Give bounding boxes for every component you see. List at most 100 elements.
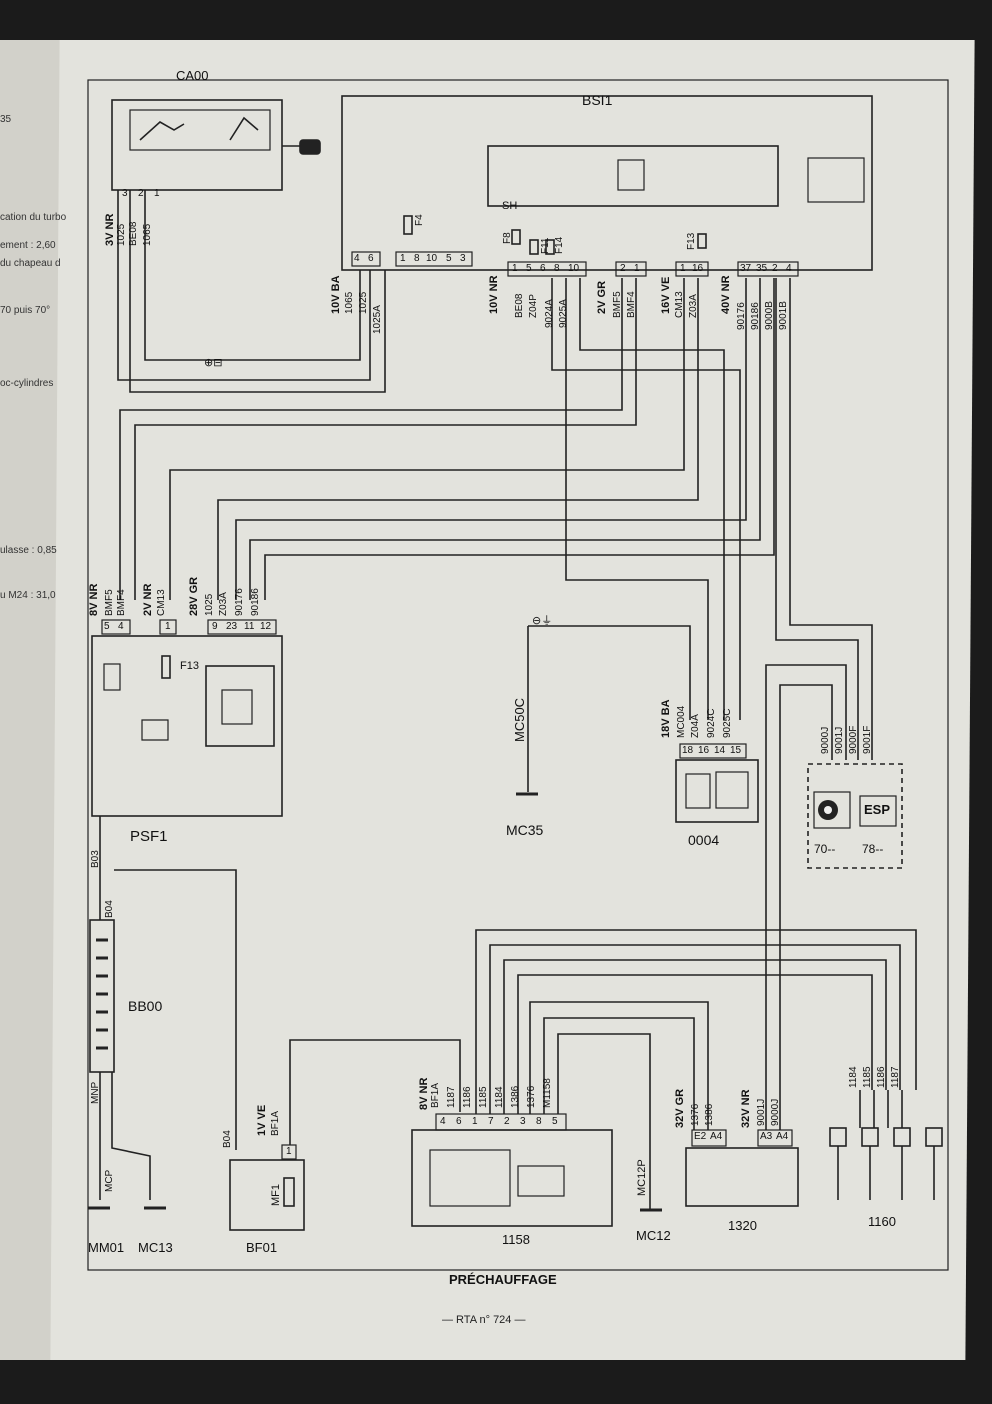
c0004-gauge-icon [715, 771, 749, 809]
wire-label: 1187 [446, 1086, 457, 1108]
pin-number: 7 [488, 1116, 494, 1127]
pin-number: A3 [760, 1131, 773, 1142]
left-text-3: ement : 2,60 [0, 240, 56, 251]
left-text-2: cation du turbo [0, 212, 67, 223]
wire-label: 1025 [204, 593, 215, 616]
wire-label: 1386 [510, 1085, 521, 1108]
pin-number: 4 [786, 263, 792, 274]
pin-number: 5 [526, 263, 532, 274]
wire-label: MC004 [676, 705, 687, 738]
wire-label: BF1A [270, 1110, 281, 1136]
wire-z04p [551, 278, 741, 720]
wire-label: 9001J [834, 726, 845, 754]
page-title: PRÉCHAUFFAGE [449, 1272, 557, 1287]
mc12-label: MC12 [636, 1228, 671, 1243]
wire-mc004 [528, 625, 691, 720]
pin-number: 10 [568, 263, 580, 274]
pin-number: A4 [776, 1131, 789, 1142]
bsi-pins-f [737, 261, 799, 277]
wire-1376 [543, 1017, 695, 1130]
wire-90176 [249, 278, 761, 600]
psf-a-label: 8V NR [88, 583, 100, 616]
wire-label: CM13 [156, 589, 167, 616]
mc13-label: MC13 [138, 1240, 173, 1255]
mc12p-label: MC12P [636, 1159, 648, 1196]
ground-symbols [88, 792, 662, 1212]
c1158-relays [429, 1149, 511, 1207]
bf01-label: BF01 [246, 1240, 278, 1255]
wire-m1158 [557, 1033, 651, 1210]
pin-number: 2 [620, 263, 626, 274]
bsi1-inner-module [487, 145, 779, 207]
wire-label: 1186 [462, 1086, 473, 1108]
wire-label: 9025A [558, 299, 569, 328]
wire-1025-psf [235, 278, 747, 600]
psf-c-label: 28V GR [188, 576, 200, 616]
wire-label: 90176 [736, 302, 747, 330]
c1158-pulse-icon [517, 1165, 565, 1197]
esp-label: ESP [864, 802, 891, 817]
wire-cm13 [169, 278, 685, 600]
wire-label: Z04P [528, 294, 539, 318]
wire-label: M1158 [542, 1078, 553, 1108]
wire-label: 1065 [344, 291, 355, 314]
pin-number: 5 [104, 621, 110, 632]
wire-label: 1185 [862, 1066, 873, 1088]
ca00-connector-label: 3V NR [104, 213, 116, 246]
pin-number: 4 [440, 1116, 446, 1127]
left-text-5: 70 puis 70° [0, 305, 51, 316]
bsi-f13-fuse [697, 233, 707, 249]
wire-label: 1025A [372, 305, 383, 334]
bsi-e-label: 16V VE [660, 276, 672, 314]
wire-label: BMF4 [626, 291, 637, 318]
psf-pins-b [159, 619, 177, 635]
wire-label: BMF5 [612, 291, 623, 318]
bsi1-label: BSI1 [582, 92, 613, 108]
bsi-c-label: 10V NR [488, 275, 500, 314]
wire-label: 9000J [820, 726, 831, 754]
psf-f13-fuse [161, 655, 171, 679]
wire-label: CM13 [674, 291, 685, 318]
pin-number: 2 [138, 188, 144, 199]
wire-label: 9000F [848, 725, 859, 754]
wire-label: 9024C [706, 708, 717, 738]
esp-dashed-box [807, 763, 903, 869]
mc50c-label: MC50C [512, 697, 527, 742]
ground-plus-label: ⊕⊟ [204, 357, 223, 369]
wire-1187 [475, 929, 917, 1114]
pin-number: 1 [680, 263, 686, 274]
wire-label: 9001B [778, 301, 789, 330]
wire-label: 1376 [690, 1103, 701, 1126]
c0004-box [675, 759, 759, 823]
battery-cells [96, 938, 108, 1050]
wire-1025 [129, 190, 386, 393]
pin-number: 18 [682, 745, 694, 756]
bsi-f11-fuse [529, 239, 539, 255]
wire-label: 1185 [478, 1086, 489, 1108]
glow-plug-4 [925, 1127, 943, 1147]
page-footer: — RTA n° 724 — [442, 1314, 526, 1326]
wire-1186 [489, 944, 901, 1114]
pin-number: 5 [446, 253, 452, 264]
wire-label: BF1A [430, 1082, 441, 1108]
c1160-label: 1160 [868, 1214, 896, 1229]
c1320-pins-b [757, 1129, 793, 1147]
pin-number: 35 [756, 263, 768, 274]
mf1-label: MF1 [270, 1184, 282, 1206]
wire-bmf5 [119, 278, 623, 600]
wire-label: 90186 [750, 302, 761, 330]
wire-label: 1184 [494, 1086, 505, 1108]
pin-number: 3 [460, 253, 466, 264]
bsi-f14-label: F14 [554, 236, 565, 254]
wire-1065 [117, 190, 371, 381]
c0004-pins [679, 743, 747, 759]
bsi-f14-fuse [545, 239, 555, 255]
bb00-label: BB00 [128, 998, 163, 1014]
wire-mcp [111, 1072, 151, 1200]
bsi1-box [341, 95, 873, 271]
wire-label: 9000J [770, 1098, 781, 1126]
wire-1386 [529, 1001, 709, 1130]
wire-label: 9001J [756, 1098, 767, 1126]
wire-label: BMF5 [104, 589, 115, 616]
sh-label: SH [502, 200, 518, 212]
